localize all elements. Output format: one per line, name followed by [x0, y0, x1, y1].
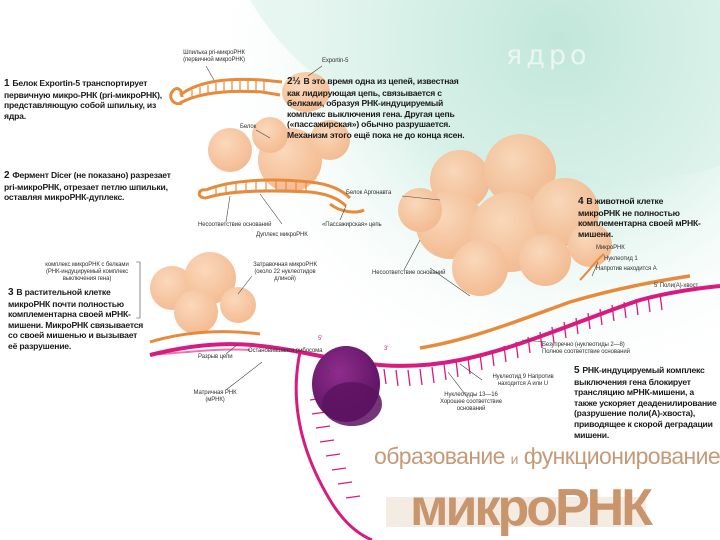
title-and: и	[510, 451, 519, 467]
pri-mirna-hairpin-top	[169, 77, 283, 106]
label-mismatches-top: Несоответствие оснований	[198, 222, 272, 228]
protein-cluster-upper	[208, 117, 350, 192]
complex-bracket	[136, 261, 141, 319]
mirna-duplex-hairpin	[197, 178, 365, 214]
stalled-ribosome	[312, 346, 382, 426]
label-cut: Разрыв цепи	[198, 354, 233, 360]
label-nucleotide-1-opposite: Напротив находится A	[596, 266, 657, 272]
label-five-prime: 5'	[318, 336, 323, 342]
step-3-number: 3	[8, 287, 14, 298]
title-functioning: функционирование	[523, 443, 720, 469]
label-three-prime: 3'	[384, 346, 389, 352]
argonaute-protein-cluster	[398, 134, 612, 296]
label-complex: комплекс микроРНК с белками (РНК-индуцир…	[45, 262, 129, 283]
nucleus-label: ядро	[506, 40, 591, 71]
label-polya: 5' Поли(А)-хвост	[654, 283, 699, 289]
step-2-number: 2	[4, 170, 10, 181]
label-hairpin: Шпилька pri-микроРНК (первичной микроРНК…	[183, 50, 245, 64]
step-5-body: РНК-индуцируемый комплекс выключения ген…	[574, 365, 717, 440]
label-exportin: Exportin-5	[322, 58, 349, 64]
label-seed: Безупречно (нуклеотиды 2—8) Полное соотв…	[542, 342, 630, 356]
bound-mirna-strand	[149, 253, 691, 350]
step-3-body: В растительной клетке микроРНК почти пол…	[8, 287, 144, 351]
step-4-number: 4	[578, 196, 584, 207]
exportin-5-protein	[282, 72, 330, 112]
title-line-2: микроРНК	[410, 479, 653, 537]
label-base-mismatch: Несоответствие оснований	[372, 270, 446, 276]
title-underlay	[386, 497, 646, 527]
step-1-number: 1	[4, 78, 10, 89]
label-nucleotides-13-16: Нуклеотиды 13—16 Хорошее соответствие ос…	[439, 392, 503, 413]
label-argonaute: Белок Аргонавта	[346, 190, 392, 196]
title-formation: образование	[374, 443, 505, 469]
label-mirna: МикроРНК	[596, 245, 625, 251]
label-duplex: Дуплекс микроРНК	[256, 232, 308, 238]
label-ribosome: Остановившаяся рибосома	[248, 348, 323, 354]
step-5-number: 5	[574, 365, 580, 376]
label-passenger: «Пассажирская» цепь	[322, 222, 382, 228]
title-line-1: образование и функционирование	[374, 443, 720, 470]
nucleus-envelope	[250, 0, 720, 178]
step-1-body: Белок Exportin-5 транспортирует первичну…	[4, 78, 162, 121]
step-2-body: Фермент Dicer (не показано) разрезает pr…	[4, 170, 171, 203]
label-guide-mirna: Затравочная микроРНК (около 22 нуклеотид…	[253, 262, 317, 283]
plant-complex-proteins	[150, 252, 256, 334]
step-2half-number: 2½	[287, 76, 301, 87]
label-nucleotide-1: Нуклеотид 1	[604, 256, 638, 262]
step-4-body: В животной клетке микроРНК не полностью …	[578, 196, 701, 239]
label-protein: Белок	[240, 124, 257, 130]
step-2half-body: В это время одна из цепей, известная как…	[287, 76, 465, 140]
label-nucleotide-9: Нуклеотид 9 Напротив находится A или U	[492, 374, 554, 388]
label-mrna: Матричная РНК (мРНК)	[193, 390, 237, 404]
mrna-strand	[149, 284, 720, 540]
